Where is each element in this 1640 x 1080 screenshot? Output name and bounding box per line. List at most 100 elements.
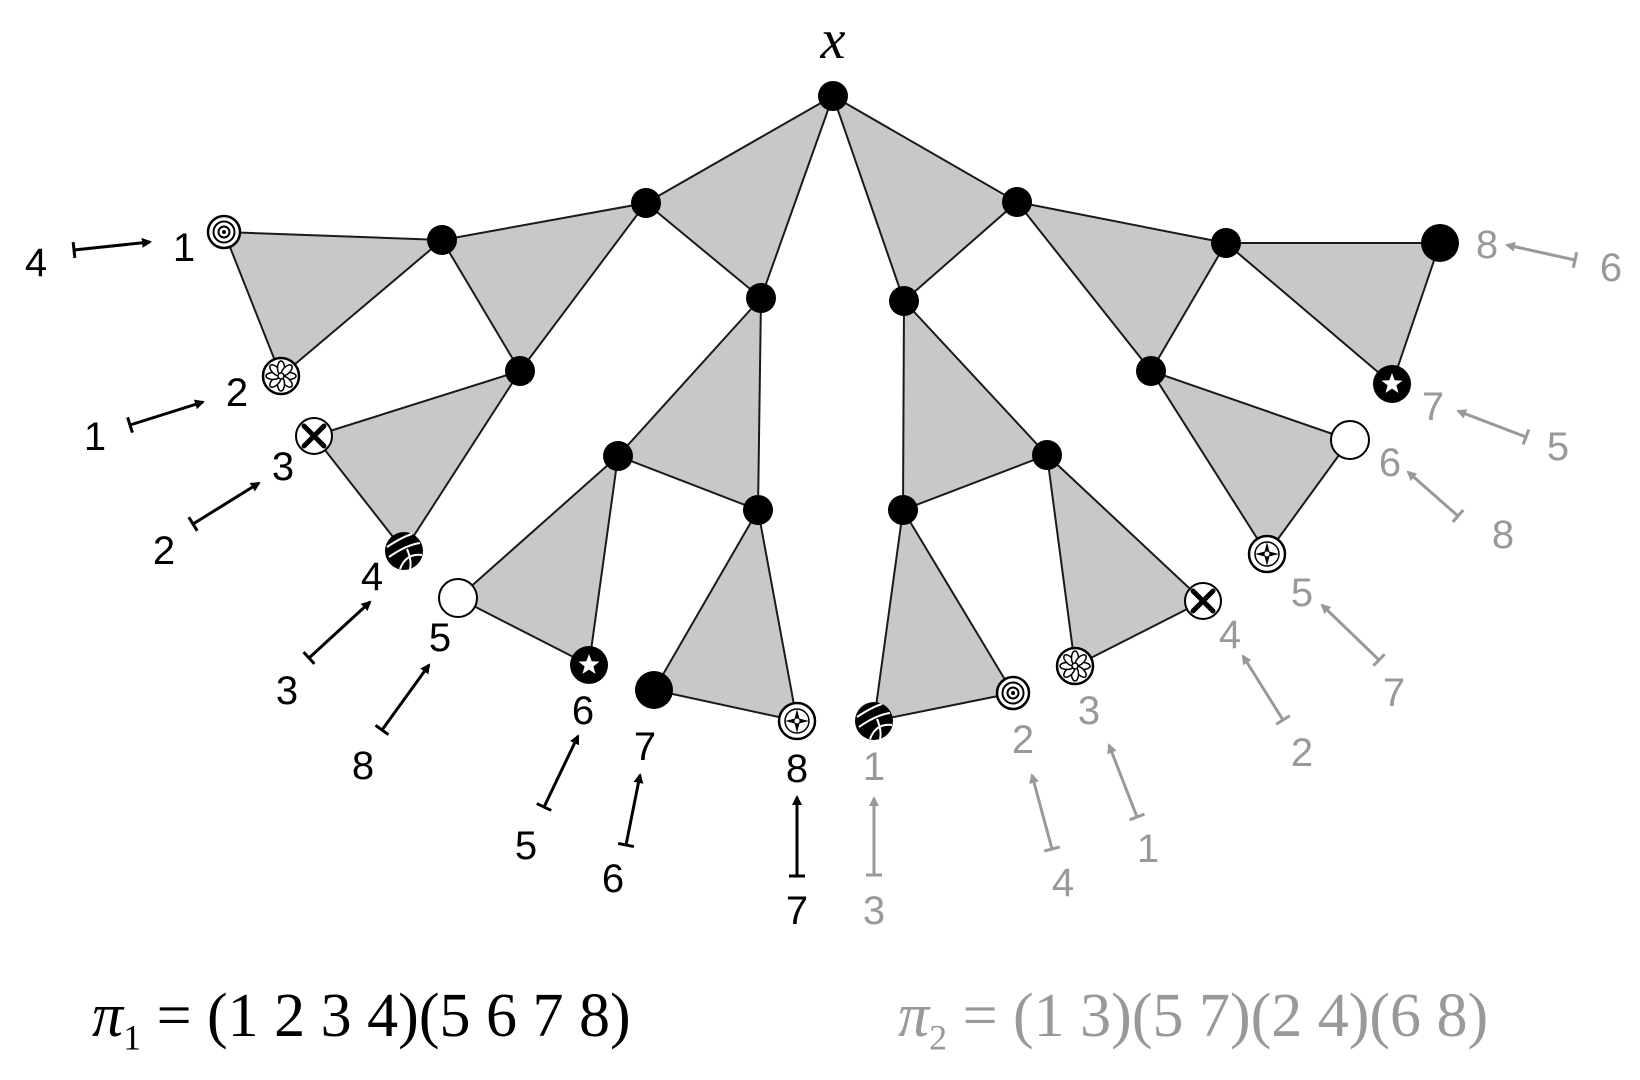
internal-node [427, 225, 457, 255]
left-leaf-label: 6 [572, 689, 594, 733]
right-leaf-label: 7 [1422, 385, 1444, 429]
right-arrow-source-label: 3 [863, 889, 885, 933]
left-arrow-tail [187, 516, 199, 532]
triangle-left-e [457, 455, 619, 666]
right-mapping-arrow [1029, 773, 1054, 850]
triangle-left-a [441, 202, 647, 372]
left-mapping-arrow [380, 663, 431, 731]
left-arrow-tail [71, 241, 77, 259]
target-icon [995, 675, 1031, 711]
pi1-subscript: 1 [123, 1017, 142, 1058]
triangle-right-a [1016, 201, 1227, 372]
left-arrow-source-label: 6 [602, 857, 624, 901]
internal-node [746, 283, 776, 313]
internal-node [888, 495, 918, 525]
right-leaf-label: 6 [1379, 441, 1401, 485]
left-leaf-label: 5 [429, 616, 451, 660]
pi1-formula: π1 = (1 2 3 4)(5 6 7 8) [92, 985, 631, 1055]
open-circle-icon [438, 578, 478, 618]
left-mapping-arrow [129, 399, 205, 427]
left-mapping-arrow [624, 773, 644, 846]
pi2-cycles: = (1 3)(5 7)(2 4)(6 8) [947, 982, 1489, 1050]
flower-icon [1055, 646, 1095, 686]
right-arrow-source-label: 4 [1052, 861, 1074, 905]
triangle-left-f [653, 509, 798, 722]
left-arrow-tail [126, 416, 134, 434]
left-arrow-source-label: 8 [352, 744, 374, 788]
right-leaf-label: 8 [1476, 223, 1498, 267]
filled-circle-icon [635, 671, 673, 709]
internal-node [1136, 356, 1166, 386]
pi2-subscript: 2 [929, 1017, 948, 1058]
triangle-right-d [1150, 370, 1351, 555]
triangle-left-b [617, 297, 762, 511]
right-arrow-source-label: 1 [1137, 827, 1159, 871]
left-mapping-arrow [192, 481, 261, 526]
internal-node [743, 495, 773, 525]
triangle-right-b [902, 300, 1048, 511]
volleyball-icon [855, 702, 893, 740]
pi2-symbol: π [898, 982, 930, 1050]
right-arrow-tail [1043, 845, 1061, 853]
left-arrow-tail [617, 841, 635, 849]
right-arrow-tail [1451, 509, 1465, 523]
internal-node [505, 356, 535, 386]
left-leaf-label: 1 [173, 226, 195, 270]
internal-node [889, 286, 919, 316]
right-leaf-label: 2 [1012, 718, 1034, 762]
cross-icon [1184, 582, 1222, 620]
star-icon [1373, 365, 1411, 403]
left-leaf-label: 4 [361, 555, 383, 599]
left-leaf-label: 3 [272, 445, 294, 489]
tree-triangles [223, 95, 1441, 722]
compass-icon [777, 701, 817, 741]
pi1-symbol: π [92, 982, 124, 1050]
target-icon [206, 214, 242, 250]
triangle-left-d [313, 370, 521, 552]
triangle-right-e [1046, 454, 1204, 667]
star-icon [570, 646, 608, 684]
left-mapping-arrow [307, 600, 372, 660]
right-arrow-source-label: 5 [1547, 425, 1569, 469]
leaf-icons [206, 214, 1459, 741]
right-arrow-tail [1275, 714, 1291, 726]
right-mapping-arrow [1406, 470, 1459, 518]
triangle-right-root [832, 95, 1018, 302]
internal-node [1002, 187, 1032, 217]
right-arrow-tail [1521, 428, 1531, 446]
root-label: x [820, 9, 846, 71]
triangle-right-f [873, 509, 1014, 722]
left-mapping-arrow [542, 734, 580, 808]
right-arrow-source-label: 8 [1492, 513, 1514, 557]
left-arrow-source-label: 1 [84, 415, 106, 459]
left-arrow-source-label: 2 [153, 529, 175, 573]
left-arrow-source-label: 4 [25, 241, 47, 285]
right-leaf-label: 3 [1078, 689, 1100, 733]
left-mapping-arrow [73, 237, 152, 252]
left-leaf-label: 7 [634, 725, 656, 769]
right-arrow-source-label: 7 [1383, 671, 1405, 715]
right-arrow-tail [1129, 812, 1145, 822]
left-arrow-source-label: 5 [515, 824, 537, 868]
right-leaf-label: 4 [1219, 613, 1241, 657]
right-mapping-arrow [1241, 654, 1285, 721]
right-mapping-arrow [1320, 603, 1381, 662]
right-arrow-source-label: 2 [1291, 731, 1313, 775]
right-arrow-tail [1571, 251, 1579, 269]
right-mapping-arrow [1505, 241, 1576, 262]
volleyball-icon [385, 532, 423, 570]
internal-node [1032, 440, 1062, 470]
pi1-cycles: = (1 2 3 4)(5 6 7 8) [141, 982, 631, 1050]
internal-node [1211, 228, 1241, 258]
triangle-left-c [223, 231, 443, 377]
right-mapping-arrow [1456, 409, 1527, 439]
left-leaf-label: 8 [786, 747, 808, 791]
root-node [818, 81, 848, 111]
pi2-formula: π2 = (1 3)(5 7)(2 4)(6 8) [898, 985, 1488, 1055]
left-arrow-source-label: 7 [786, 889, 808, 933]
right-arrow-tail [1372, 653, 1386, 667]
